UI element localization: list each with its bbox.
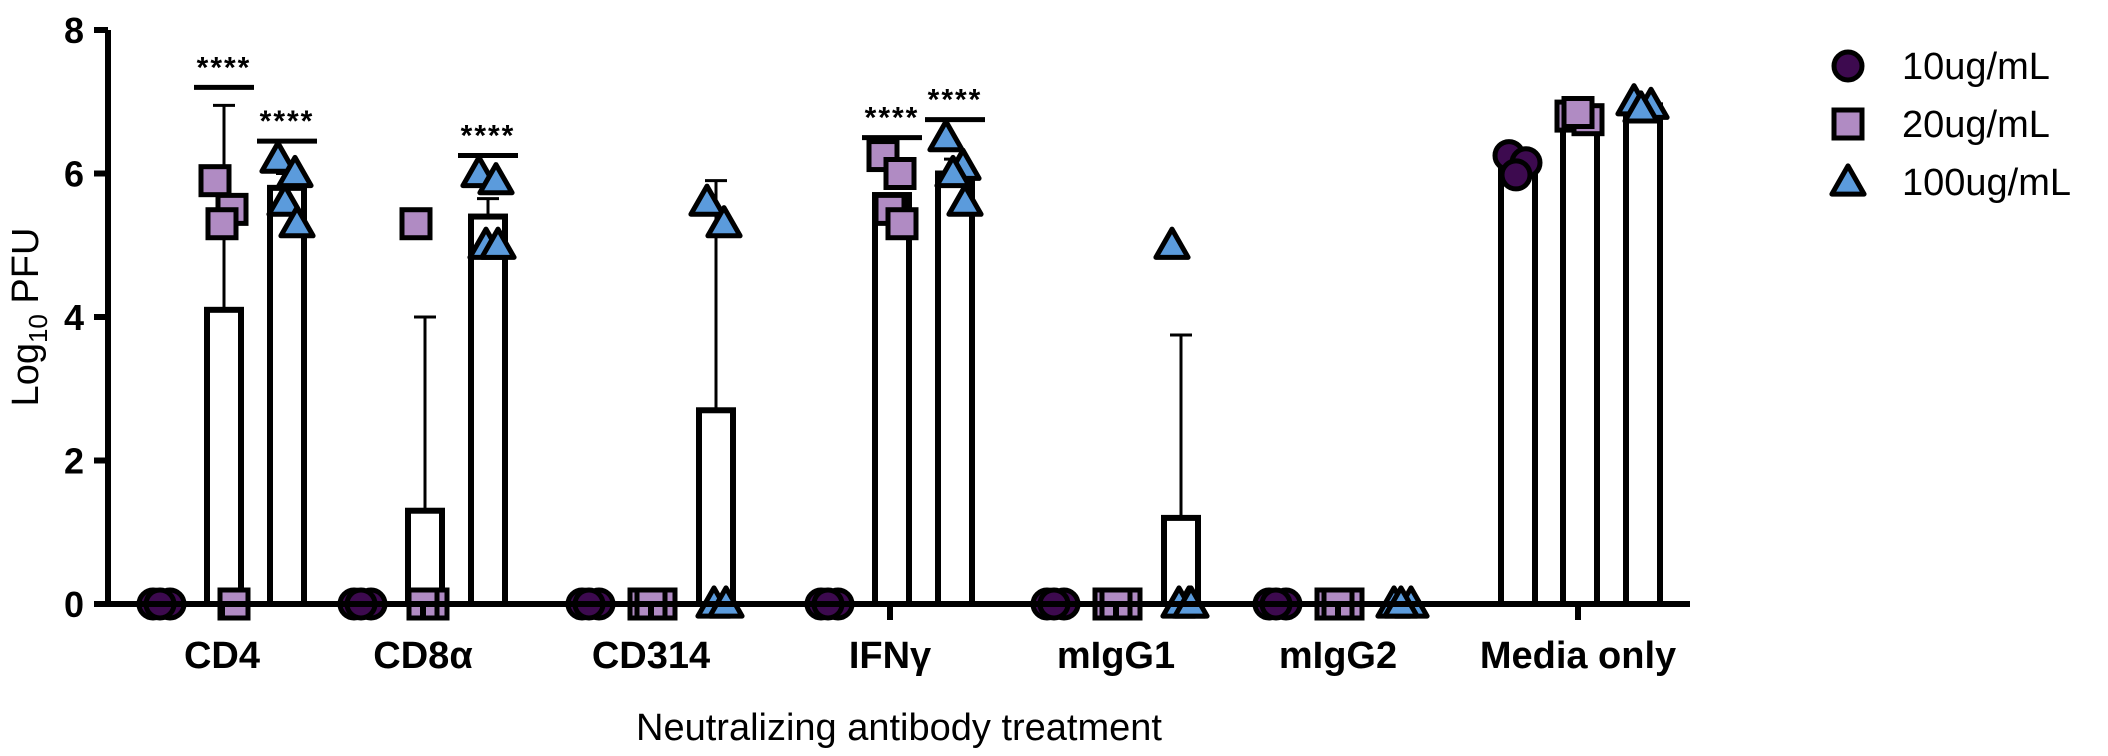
legend-label: 100ug/mL: [1902, 162, 2071, 204]
y-tick-label: 4: [64, 297, 84, 338]
data-point-square: [883, 157, 917, 190]
category-label: CD314: [592, 635, 710, 677]
x-axis-title: Neutralizing antibody treatment: [636, 707, 1162, 749]
data-point-triangle: [276, 154, 314, 189]
data-point-triangle: [477, 162, 515, 196]
bar-CD4-20ug/mL: [204, 306, 244, 607]
data-point-square: [1561, 96, 1595, 130]
significance-label: ****: [260, 105, 315, 138]
significance-label: ****: [461, 120, 516, 153]
data-point-circle: [1499, 158, 1533, 192]
category-label: CD4: [184, 635, 260, 677]
category-label: CD8α: [373, 635, 472, 677]
significance-label: ****: [865, 102, 920, 135]
data-point-triangle: [705, 205, 743, 239]
data-point-triangle: [1153, 226, 1191, 260]
category-label: mIgG2: [1279, 635, 1397, 677]
significance-label: ****: [928, 84, 983, 117]
bar-CD8α-100ug/mL: [468, 213, 508, 608]
bar-Media only-20ug/mL: [1560, 114, 1600, 607]
data-point-triangle: [266, 183, 304, 217]
bar-Media only-100ug/mL: [1623, 102, 1663, 608]
data-point-square: [198, 164, 232, 198]
category-label: IFNγ: [849, 635, 931, 677]
bar-IFNγ-20ug/mL: [872, 192, 912, 607]
data-point-triangle: [479, 226, 517, 260]
legend-label: 10ug/mL: [1902, 46, 2050, 88]
category-label: mIgG1: [1057, 635, 1175, 677]
data-point-triangle: [278, 205, 316, 239]
data-point-square: [885, 207, 919, 241]
data-point-triangle: [688, 183, 726, 217]
y-tick-label: 8: [64, 10, 84, 51]
significance-label: ****: [197, 51, 252, 84]
legend-marker-circle: [1831, 49, 1865, 83]
data-point-triangle: [934, 154, 972, 189]
y-tick-label: 0: [64, 584, 84, 625]
legend-marker-square: [1831, 107, 1865, 141]
bar-CD314-100ug/mL: [696, 407, 736, 607]
data-point-triangle: [946, 183, 984, 217]
data-point-triangle: [259, 140, 297, 174]
data-point-square: [399, 207, 433, 241]
legend-marker-triangle: [1829, 163, 1867, 197]
y-tick-label: 2: [64, 441, 84, 482]
y-axis-title-group: Log10 PFU: [5, 228, 53, 407]
legend-label: 20ug/mL: [1902, 104, 2050, 146]
bar-Media only-10ug/mL: [1498, 163, 1538, 607]
bar-CD4-100ug/mL: [267, 184, 307, 607]
data-point-triangle: [927, 119, 965, 153]
category-label: Media only: [1480, 635, 1676, 677]
data-point-triangle: [1622, 90, 1660, 124]
y-tick-label: 6: [64, 154, 84, 195]
bar-IFNγ-100ug/mL: [935, 170, 975, 607]
data-point-square: [205, 207, 239, 241]
y-axis-title: Log10 PFU: [5, 228, 53, 407]
